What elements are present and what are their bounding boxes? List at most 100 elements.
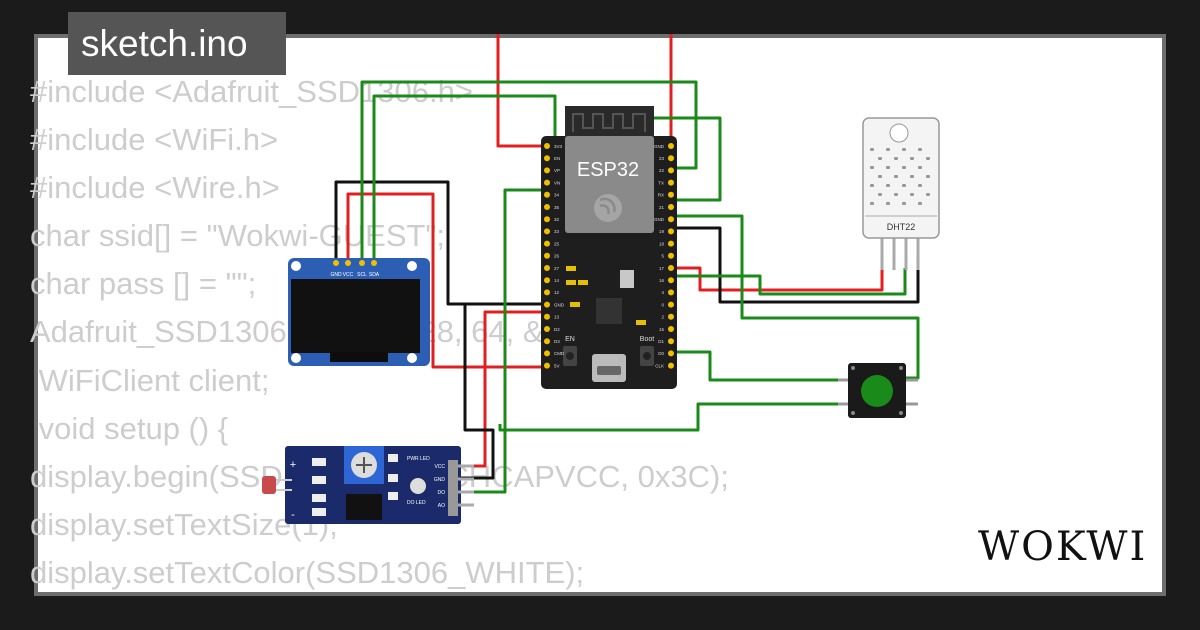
esp32-pin-label: 35 <box>554 205 560 210</box>
esp32-pin[interactable] <box>668 277 674 284</box>
vent-slot <box>870 148 874 151</box>
esp32-pin[interactable] <box>668 362 674 369</box>
esp32-pin[interactable] <box>544 338 550 345</box>
esp32-pin[interactable] <box>668 216 674 223</box>
pushbutton-cap <box>861 375 893 407</box>
wire-green-oled-sda <box>372 94 557 262</box>
vent-slot <box>926 175 930 178</box>
esp32-pin[interactable] <box>544 155 550 162</box>
esp32-pin[interactable] <box>544 350 550 357</box>
esp32-pin-label: 5 <box>661 254 664 259</box>
vent-slot <box>910 175 914 178</box>
esp32-pin[interactable] <box>668 289 674 296</box>
esp32-pin[interactable] <box>544 277 550 284</box>
vent-slot <box>886 184 890 187</box>
esp32-pin[interactable] <box>668 204 674 210</box>
esp32-pin-label: RX <box>658 193 664 198</box>
esp32-pin-label: 22 <box>659 168 665 173</box>
esp32-pin[interactable] <box>668 228 674 235</box>
esp32-pin[interactable] <box>668 350 674 357</box>
esp32-pin[interactable] <box>544 228 550 235</box>
pwr-led-label: PWR LED <box>407 456 430 462</box>
esp32-pin[interactable] <box>544 362 550 369</box>
esp32-pin[interactable] <box>668 155 674 162</box>
esp32-pin[interactable] <box>544 191 550 198</box>
oled-display[interactable]: GND VCC SCL SDA <box>288 258 430 366</box>
esp32-pin-label: D3 <box>554 339 560 344</box>
esp32-pin[interactable] <box>668 265 674 271</box>
esp32-pin[interactable] <box>544 240 550 247</box>
wokwi-wordmark: WOKWI <box>978 524 1147 570</box>
code-line: #include <Wire.h> <box>30 170 280 206</box>
esp32-board[interactable]: ESP32 EN Boot 3V3ENVPVN34353233252627141… <box>541 106 677 389</box>
ldr-module[interactable]: + - PWR LED DO LED VCC GND DO AO <box>262 446 474 524</box>
code-line: #include <WiFi.h> <box>30 122 279 158</box>
esp32-pin[interactable] <box>668 167 674 174</box>
vent-slot <box>894 193 898 196</box>
esp32-pin[interactable] <box>544 204 550 210</box>
esp32-pin-label: 21 <box>659 205 665 210</box>
wire-green-top <box>600 116 722 202</box>
vent-slot <box>886 202 890 205</box>
esp32-pin-label: D0 <box>658 351 664 356</box>
wire-green-button-2 <box>498 402 848 432</box>
dht22-label: DHT22 <box>887 222 916 232</box>
wire-green-dht-2 <box>676 268 907 296</box>
code-line: WiFiClient client; <box>30 362 270 398</box>
esp32-pin[interactable] <box>668 301 674 308</box>
code-line: void setup () { <box>30 410 229 446</box>
esp32-pin[interactable] <box>544 167 550 174</box>
esp32-pin[interactable] <box>544 301 550 308</box>
wire-black-ldr-gnd <box>458 302 545 480</box>
photoresistor <box>262 476 276 494</box>
esp32-pin-label: 13 <box>554 315 560 320</box>
do-led-label: DO LED <box>407 500 426 506</box>
esp32-pin[interactable] <box>544 179 550 186</box>
esp32-pin[interactable] <box>544 143 550 149</box>
esp32-pin[interactable] <box>668 313 674 320</box>
wire-green-ldr-do <box>458 188 545 494</box>
esp32-pin[interactable] <box>544 313 550 320</box>
esp32-pin[interactable] <box>668 240 674 247</box>
esp32-pin-label: GND <box>654 144 665 149</box>
oled-pin-gnd: GND <box>330 272 342 278</box>
esp32-pin[interactable] <box>544 216 550 223</box>
esp32-pin[interactable] <box>668 143 674 149</box>
esp32-pin[interactable] <box>544 326 550 332</box>
esp32-pin[interactable] <box>668 338 674 345</box>
code-preview: #include <Adafruit_SSD1306.h> #include <W… <box>30 68 729 597</box>
oled-pin-scl: SCL <box>357 272 367 278</box>
file-name-tab[interactable]: sketch.ino <box>68 12 286 75</box>
vent-slot <box>870 202 874 205</box>
pushbutton[interactable] <box>838 363 918 418</box>
dht22-vent-grid <box>870 148 930 205</box>
esp32-pin[interactable] <box>668 191 674 198</box>
vent-slot <box>918 166 922 169</box>
wires <box>334 34 920 494</box>
esp32-chip <box>596 298 622 324</box>
esp32-antenna <box>565 106 654 138</box>
esp32-pin[interactable] <box>668 179 674 186</box>
esp32-pin-label: EN <box>554 156 560 161</box>
wire-red-top-1 <box>496 34 545 148</box>
esp32-pin-label: 4 <box>661 290 664 295</box>
dht22-sensor[interactable]: DHT22 <box>862 117 940 270</box>
esp32-pin[interactable] <box>544 252 550 259</box>
esp32-pin[interactable] <box>668 326 674 332</box>
esp32-pin-label: 0 <box>661 302 664 307</box>
vent-slot <box>886 148 890 151</box>
esp32-pin[interactable] <box>544 289 550 296</box>
module-led-icon <box>410 478 426 494</box>
esp32-pin-label: 19 <box>659 229 665 234</box>
esp32-pin-label: CLK <box>655 363 664 368</box>
esp32-pin[interactable] <box>668 252 674 259</box>
vent-slot <box>902 166 906 169</box>
antenna-trace <box>572 113 646 132</box>
vent-slot <box>926 157 930 160</box>
vent-slot <box>902 148 906 151</box>
vent-slot <box>894 157 898 160</box>
esp32-pin-label: GND <box>654 217 665 222</box>
code-line: #include <Adafruit_SSD1306.h> <box>30 74 473 109</box>
esp32-pin[interactable] <box>544 265 550 271</box>
